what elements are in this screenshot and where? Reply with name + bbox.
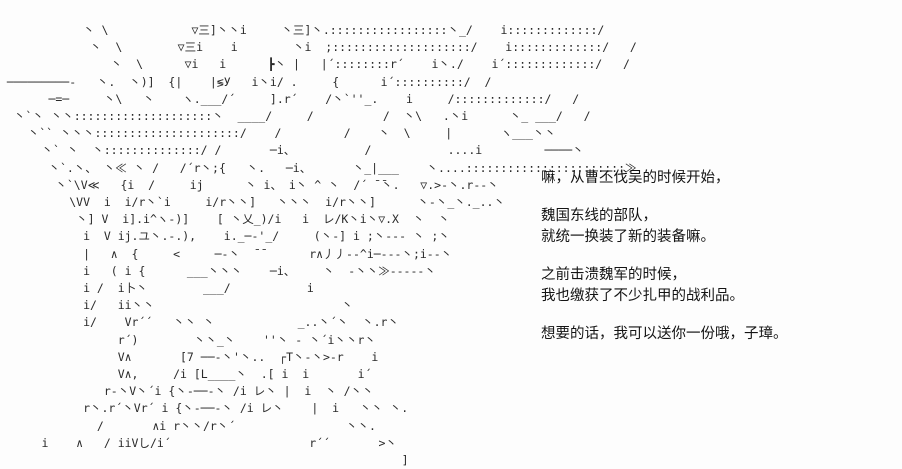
aa-dialogue-scene: 丶 \ ▽三]丶丶i 丶三]丶.:::::::::::::::::丶_/ i::… [6,23,891,468]
dialogue-line: 魏国东线的部队， [541,208,657,224]
dialogue-paragraph: 之前击溃魏军的时候， 我也缴获了不少扎甲的战利品。 [541,265,891,307]
dialogue-line: 就统一换装了新的装备嘛。 [541,229,715,245]
dialogue-paragraph: 想要的话，我可以送你一份哦，子璋。 [541,324,891,345]
dialogue-line: 之前击溃魏军的时候， [541,267,686,283]
dialogue-line: 嘛，从曹丕伐吴的时候开始， [541,170,730,186]
dialogue-paragraph: 魏国东线的部队， 就统一换装了新的装备嘛。 [541,206,891,248]
dialogue-line: 想要的话，我可以送你一份哦，子璋。 [541,326,788,342]
dialogue-text-block: 嘛，从曹丕伐吴的时候开始， 魏国东线的部队， 就统一换装了新的装备嘛。 之前击溃… [541,168,891,345]
character-portrait-ascii-art: 丶 \ ▽三]丶丶i 丶三]丶.:::::::::::::::::丶_/ i::… [6,23,637,468]
dialogue-line: 我也缴获了不少扎甲的战利品。 [541,288,744,304]
dialogue-paragraph: 嘛，从曹丕伐吴的时候开始， [541,168,891,189]
